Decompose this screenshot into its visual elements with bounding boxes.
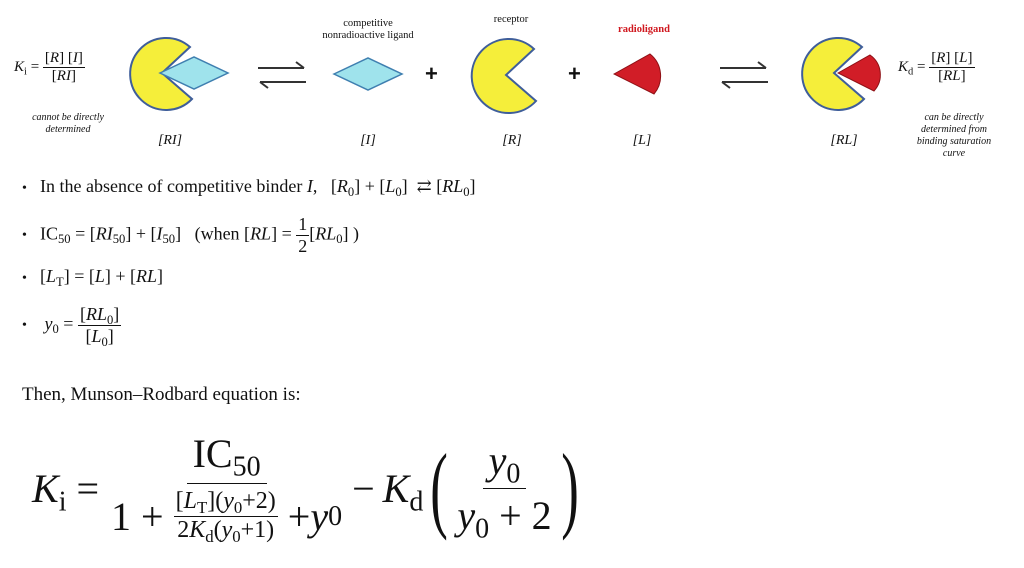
kd-definition: Kd = [R] [L][RL] (898, 50, 975, 85)
receptor-label: receptor (493, 14, 529, 25)
bullet-1-text: In the absence of competitive binder (40, 176, 303, 196)
equilibrium-arrows-icon-2 (720, 61, 768, 89)
label-I: [I] (348, 133, 388, 149)
equilibrium-arrows-icon (258, 61, 306, 89)
receptor-icon (470, 38, 538, 115)
label-R: [R] (492, 133, 532, 149)
y0-symbol: y (44, 313, 53, 334)
munson-intro: Then, Munson–Rodbard equation is: (22, 384, 301, 405)
radioligand-icon (612, 53, 662, 95)
ki-note: cannot be directly determined (32, 112, 104, 135)
receptor-inhibitor-complex-icon (129, 36, 230, 111)
plus-sign-2: + (568, 61, 581, 86)
label-RI: [RI] (150, 133, 190, 149)
label-RL-text: [RL] (830, 133, 858, 148)
label-RL: [RL] (822, 133, 866, 149)
receptor-radioligand-complex-icon (801, 36, 881, 111)
competitive-ligand-icon (332, 57, 404, 91)
competitive-ligand-label: competitive nonradioactive ligand (322, 18, 414, 41)
label-R-text: [R] (502, 133, 522, 148)
label-RI-text: [RI] (157, 133, 183, 148)
radioligand-label: radioligand (618, 24, 670, 35)
label-L-text: [L] (632, 133, 652, 148)
kd-note: can be directly determined from binding … (916, 112, 992, 159)
label-L: [L] (622, 133, 662, 149)
right-paren: ) (560, 434, 579, 541)
ki-definition: Ki = [R] [I][RI] (14, 50, 85, 85)
bullet-absence-competitive: •In the absence of competitive binder I,… (22, 176, 476, 199)
bullet-y0: • y0 = [RL0][L0] (22, 304, 122, 349)
label-I-text: [I] (360, 133, 376, 148)
left-paren: ( (430, 434, 449, 541)
bullet-total-ligand: •[LT] = [L] + [RL] (22, 266, 164, 289)
plus-sign-1: + (425, 61, 438, 86)
